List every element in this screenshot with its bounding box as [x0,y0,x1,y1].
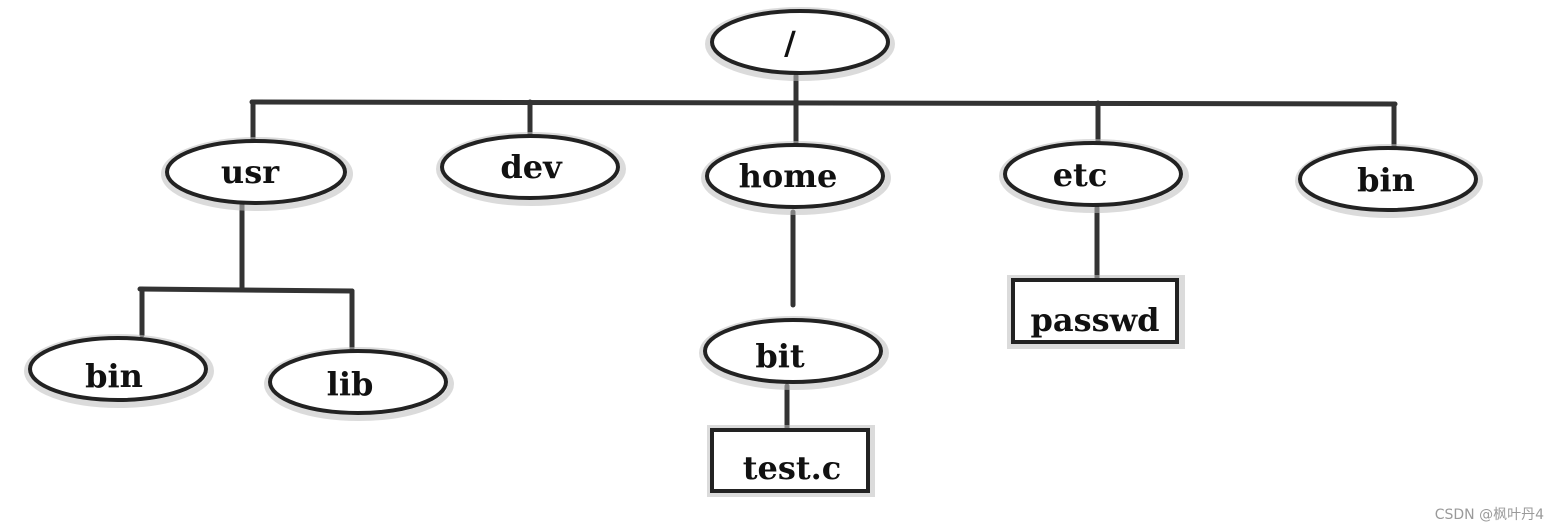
watermark: CSDN @枫叶丹4 [1434,507,1544,523]
node-lib-ellipse [268,349,448,415]
node-bin-usr: bin [24,334,214,408]
node-bin-usr-label: bin [85,357,143,395]
node-passwd-rect [1011,278,1179,344]
node-bit-label: bit [755,337,805,375]
node-bin-usr-ellipse [28,336,208,402]
node-root-ellipse [710,9,890,75]
node-etc: etc [999,139,1189,213]
node-lib: lib [264,347,454,421]
node-etc-ellipse [1003,141,1183,207]
node-bin-root: bin [1295,144,1483,218]
node-testc: test.c [707,425,875,497]
edge-level1-bus [249,99,1398,107]
node-dev-ellipse [440,134,620,200]
node-lib-label: lib [327,365,374,403]
node-bin-root-ellipse [1298,146,1478,212]
node-dev: dev [436,132,626,206]
node-bit: bit [699,316,889,390]
node-testc-rect [710,428,870,493]
node-home: home [701,141,891,215]
node-bin-root-label: bin [1357,161,1415,199]
node-dev-label: dev [500,148,563,186]
edge-usr-bus [137,286,355,294]
node-testc-label: test.c [743,449,842,487]
node-home-label: home [739,157,838,195]
tree-edges [137,73,1398,431]
node-bit-ellipse [703,318,883,384]
node-etc-label: etc [1053,156,1108,194]
node-passwd: passwd [1007,275,1185,349]
node-usr-label: usr [221,153,280,191]
node-usr-ellipse [165,139,347,205]
node-root-label: / [784,24,796,62]
node-passwd-label: passwd [1030,301,1159,339]
node-root: / [705,7,895,81]
node-home-ellipse [705,143,885,209]
node-usr: usr [161,137,353,211]
